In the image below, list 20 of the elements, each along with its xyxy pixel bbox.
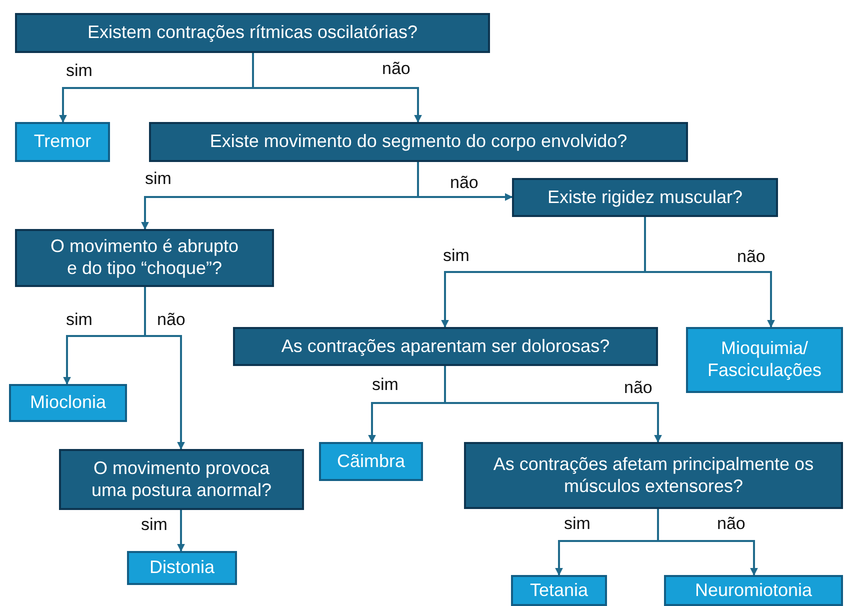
result-box: Distonia [127,551,237,585]
result-box: Neuromiotonia [664,575,843,606]
result-box: Cãimbra [319,442,423,481]
result-box: Mioclonia [9,384,127,422]
arrow [252,53,422,123]
question-box: O movimento provoca uma postura anormal? [59,449,304,510]
arrow [644,217,775,328]
arrow [417,162,513,201]
question-box: O movimento é abrupto e do tipo “choque”? [15,229,274,287]
question-box: Existem contrações rítmicas oscilatórias? [15,13,490,53]
result-box: Tremor [15,122,110,162]
arrow [444,366,662,443]
result-box: Tetania [511,575,607,606]
arrow [144,287,185,450]
result-box: Mioquimia/ Fasciculações [686,327,843,393]
question-box: As contrações afetam principalmente os músculos extensores? [464,442,843,509]
arrow [177,510,185,552]
question-box: As contrações aparentam ser dolorosas? [233,327,658,366]
question-box: Existe rigidez muscular? [512,178,778,217]
question-box: Existe movimento do segmento do corpo envolvido? [149,122,688,162]
